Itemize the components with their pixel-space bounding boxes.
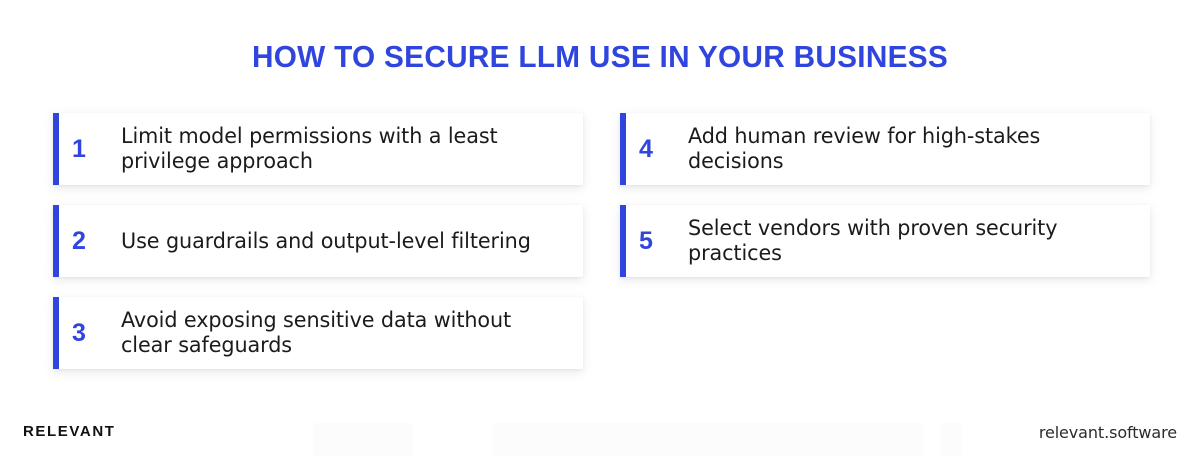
accent-bar xyxy=(53,113,59,185)
tip-card: 4 Add human review for high-stakes decis… xyxy=(620,113,1150,185)
tip-card: 1 Limit model permissions with a least p… xyxy=(53,113,583,185)
accent-bar xyxy=(53,205,59,277)
tip-number: 3 xyxy=(72,318,86,347)
accent-bar xyxy=(620,113,626,185)
tip-text: Add human review for high-stakes decisio… xyxy=(688,124,1041,174)
website-url: relevant.software xyxy=(1038,423,1177,442)
tip-text: Limit model permissions with a least pri… xyxy=(121,124,498,174)
tip-number: 5 xyxy=(639,226,653,255)
background-plate xyxy=(313,423,413,456)
card-column-left: 1 Limit model permissions with a least p… xyxy=(53,113,583,389)
accent-bar xyxy=(53,297,59,369)
tip-card: 5 Select vendors with proven security pr… xyxy=(620,205,1150,277)
accent-bar xyxy=(620,205,626,277)
background-plate xyxy=(492,423,924,456)
tip-number: 4 xyxy=(639,134,653,163)
tip-text: Select vendors with proven security prac… xyxy=(688,216,1058,266)
tip-text: Use guardrails and output-level filterin… xyxy=(121,228,531,254)
background-plate xyxy=(940,423,962,456)
tip-number: 1 xyxy=(72,134,86,163)
brand-logo: RELEVANT xyxy=(23,423,116,440)
tip-text: Avoid exposing sensitive data without cl… xyxy=(121,308,512,358)
tip-card: 2 Use guardrails and output-level filter… xyxy=(53,205,583,277)
page-title: HOW TO SECURE LLM USE IN YOUR BUSINESS xyxy=(251,39,949,74)
tip-number: 2 xyxy=(72,226,86,255)
card-column-right: 4 Add human review for high-stakes decis… xyxy=(620,113,1150,297)
tip-card: 3 Avoid exposing sensitive data without … xyxy=(53,297,583,369)
